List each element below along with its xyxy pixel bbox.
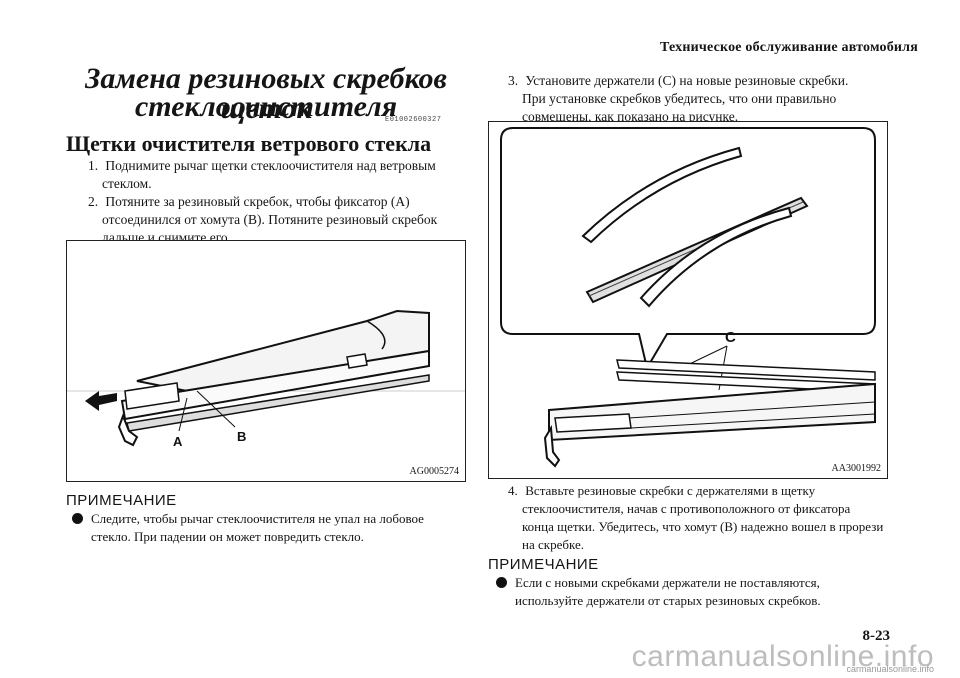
label-c: C [725, 329, 736, 346]
step-1: 1. Поднимите рычаг щетки стеклоочистител… [88, 157, 436, 193]
step-number: 1. [88, 158, 99, 173]
step-text: При установке скребков убедитесь, что он… [522, 91, 837, 106]
step-text: Поднимите рычаг щетки стеклоочистителя н… [105, 158, 436, 173]
figure-code: AG0005274 [409, 466, 459, 477]
watermark: carmanualsonline.info [631, 640, 934, 673]
note-heading: ПРИМЕЧАНИЕ [488, 556, 599, 573]
bullet-icon [496, 577, 507, 588]
step-text: стеклом. [102, 176, 152, 191]
step-text: Потяните за резиновый скребок, чтобы фик… [105, 194, 410, 209]
step-2: 2. Потяните за резиновый скребок, чтобы … [88, 193, 437, 247]
step-3: 3. Установите держатели (С) на новые рез… [508, 72, 848, 126]
figure-code: AA3001992 [831, 463, 881, 474]
note-text: Следите, чтобы рычаг стеклоочистителя не… [72, 510, 424, 546]
page-header: Техническое обслуживание автомобиля [660, 40, 918, 55]
step-text: отсоединился от хомута (В). Потяните рез… [102, 212, 438, 227]
step-4: 4. Вставьте резиновые скребки с держател… [508, 482, 883, 554]
step-number: 4. [508, 483, 518, 498]
label-b: B [237, 429, 246, 444]
bullet-icon [72, 513, 83, 524]
document-code: E01002600327 [385, 116, 442, 124]
step-text: Вставьте резиновые скребки с держателями… [525, 483, 816, 498]
step-number: 3. [508, 73, 519, 88]
note-line: Если с новыми скребками держатели не пос… [515, 575, 820, 590]
subsection-heading: Щетки очистителя ветрового стекла [66, 131, 432, 156]
figure-wiper-removal: A B AG0005274 [66, 240, 466, 482]
note-text: Если с новыми скребками держатели не пос… [496, 574, 821, 610]
step-text: стеклоочистителя, начав с противоположно… [522, 501, 851, 516]
step-text: конца щетки. Убедитесь, что хомут (В) на… [522, 519, 884, 534]
note-heading: ПРИМЕЧАНИЕ [66, 492, 177, 509]
section-title: Замена резиновых скребков щеток [85, 62, 447, 125]
step-text: на скребке. [522, 537, 584, 552]
step-text: Установите держатели (С) на новые резино… [525, 73, 849, 88]
note-line: стекло. При падении он может повредить с… [91, 529, 364, 544]
step-text: совмещены, как показано на рисунке. [522, 109, 739, 124]
watermark-small: carmanualsonline.info [846, 664, 934, 674]
figure-blade-holders: C AA3001992 [488, 121, 888, 479]
note-line: Следите, чтобы рычаг стеклоочистителя не… [91, 511, 424, 526]
page-number: 8-23 [862, 628, 891, 644]
holders-illustration: C [500, 127, 876, 468]
step-number: 2. [88, 194, 99, 209]
note-line: используйте держатели от старых резиновы… [515, 593, 821, 608]
label-a: A [173, 434, 183, 449]
wiper-blade-illustration: A B [67, 309, 465, 449]
section-title-line2: стеклоочистителя [134, 90, 398, 123]
